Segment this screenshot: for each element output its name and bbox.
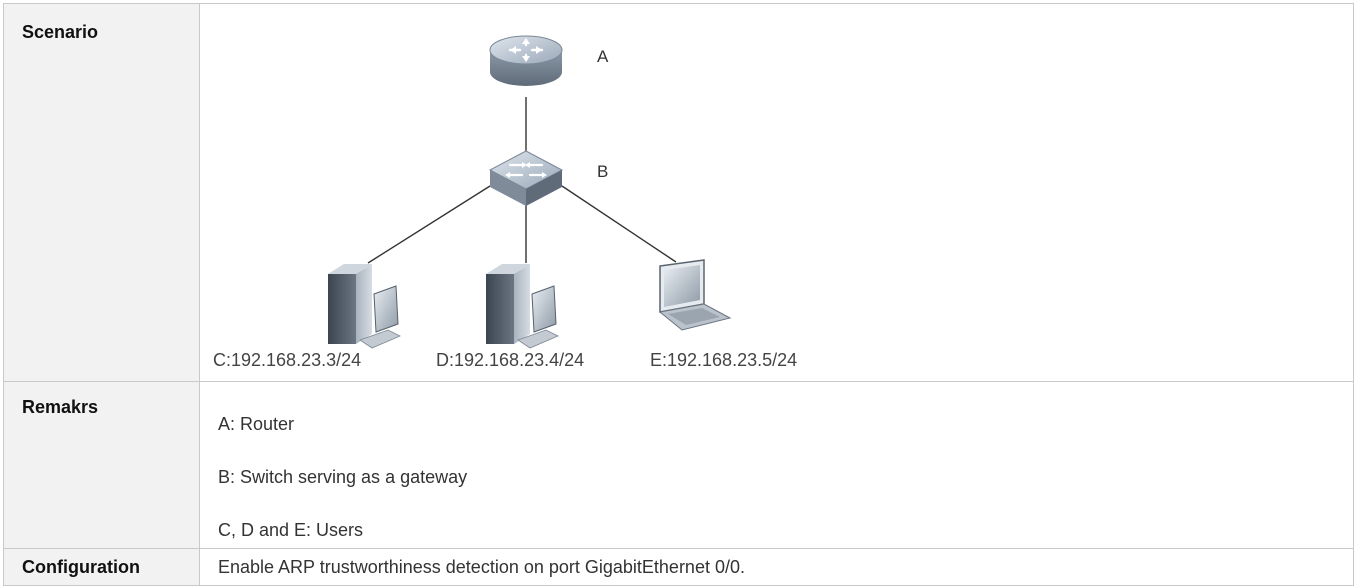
link-switch-user-c [367, 185, 491, 264]
table-border-right [1353, 3, 1354, 586]
router-letter: A [597, 47, 609, 66]
user-address: E:192.168.23.5/24 [650, 350, 797, 370]
laptop-icon [658, 259, 732, 331]
desktop-pc-icon [328, 264, 401, 349]
user-address: C:192.168.23.3/24 [213, 350, 361, 370]
label-cell-scenario [4, 4, 199, 381]
configuration-text: Enable ARP trustworthiness detection on … [218, 557, 745, 577]
table-border-top [3, 3, 1354, 4]
user-address: D:192.168.23.4/24 [436, 350, 584, 370]
row-divider [3, 548, 1354, 549]
desktop-pc-icon [486, 264, 559, 349]
label-cell-remarks [4, 382, 199, 548]
remark-line: B: Switch serving as a gateway [218, 467, 468, 487]
remark-line: C, D and E: Users [218, 520, 364, 540]
row-label-remarks: Remakrs [22, 397, 99, 417]
table-border-bottom [3, 585, 1354, 586]
row-label-scenario: Scenario [22, 22, 99, 42]
link-switch-user-e [561, 185, 677, 263]
switch-letter: B [597, 162, 608, 181]
network-topology-diagram: A B [213, 35, 797, 370]
remark-line: A: Router [218, 414, 295, 434]
row-divider [3, 381, 1354, 382]
table-border-left [3, 3, 4, 586]
column-divider [199, 3, 200, 586]
router-icon [489, 35, 563, 86]
row-label-configuration: Configuration [22, 557, 140, 577]
label-cell-configuration [4, 549, 199, 585]
switch-icon [488, 150, 564, 206]
